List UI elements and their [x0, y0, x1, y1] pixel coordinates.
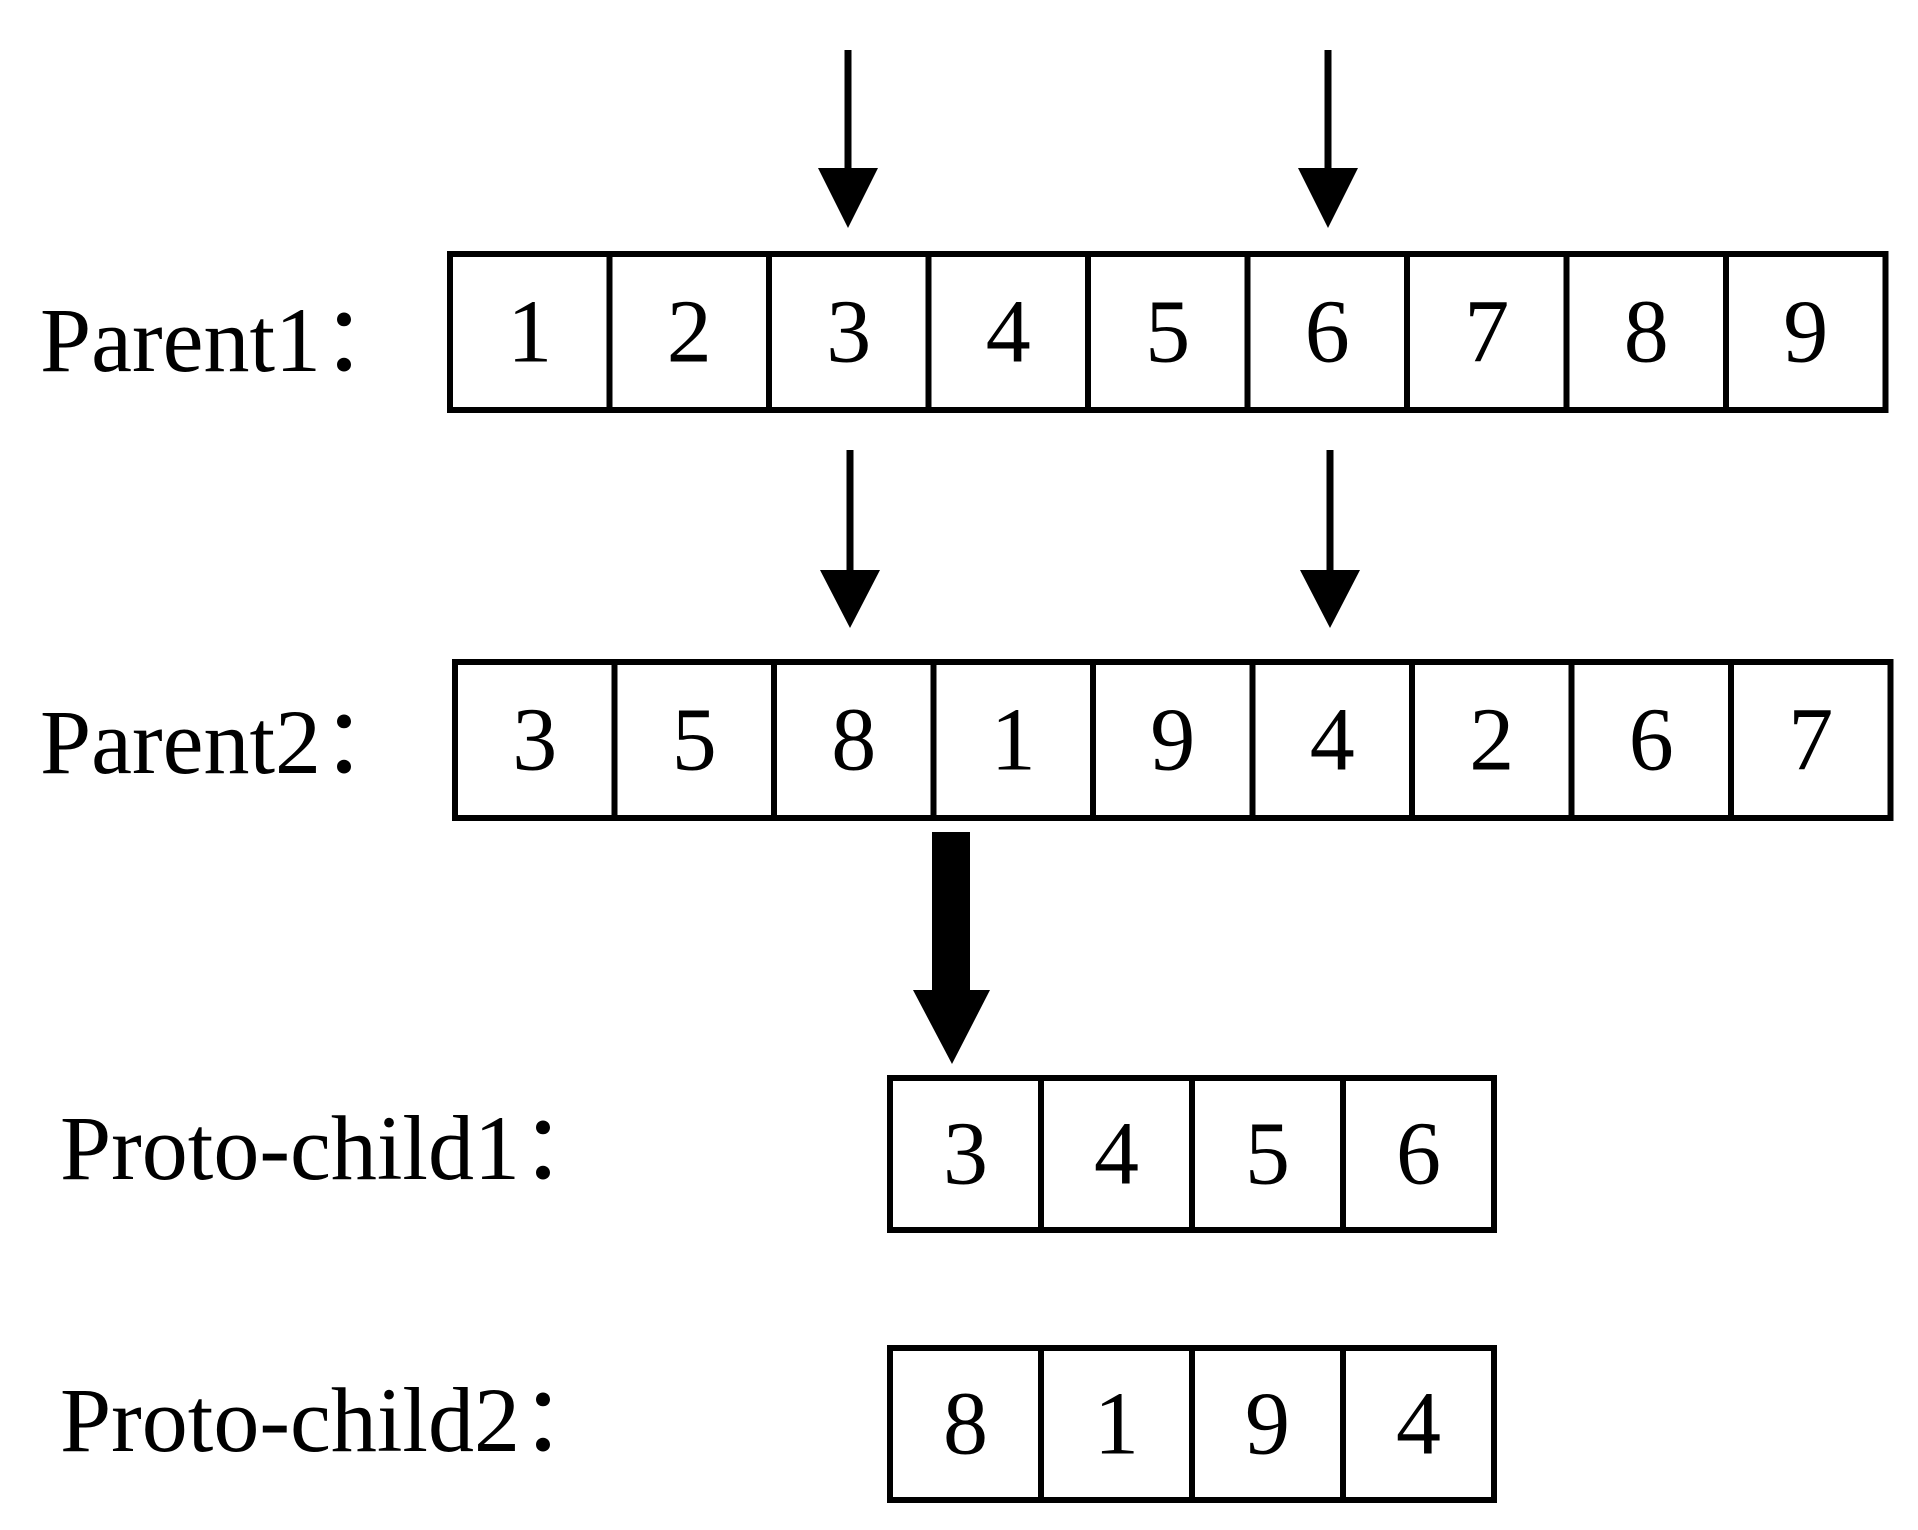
parent1-cell — [766, 251, 932, 413]
proto-child2-cell — [887, 1345, 1044, 1503]
parent2-gene-value: 6 — [1629, 691, 1674, 790]
parent2-gene-value: 8 — [831, 691, 876, 790]
parent2-cell — [771, 659, 937, 821]
parent1-gene-value: 4 — [986, 283, 1031, 382]
proto-child2-gene-value: 4 — [1396, 1375, 1441, 1474]
parent1-gene-value: 3 — [826, 283, 871, 382]
proto-child1-cell — [1189, 1075, 1346, 1233]
proto-child2-chromosome: 8 1 9 4 — [887, 1345, 1497, 1503]
thick-arrow-down-icon — [913, 832, 990, 1064]
arrow-down-icon — [1298, 50, 1358, 228]
arrow-down-icon — [1300, 450, 1360, 628]
parent1-gene-value: 8 — [1624, 283, 1669, 382]
proto-child1-gene-value: 3 — [943, 1105, 988, 1204]
parent1-gene-value: 5 — [1145, 283, 1190, 382]
proto-child1-chromosome: 3 4 5 6 — [887, 1075, 1497, 1233]
proto-child1-cell — [1340, 1075, 1497, 1233]
parent2-chromosome: 3 5 8 1 9 4 2 6 7 — [452, 659, 1894, 821]
parent1-gene-value: 7 — [1464, 283, 1509, 382]
proto-child2-gene-value: 9 — [1245, 1375, 1290, 1474]
proto-child1-cell — [887, 1075, 1044, 1233]
parent2-gene-value: 2 — [1469, 691, 1514, 790]
parent1-cell — [1723, 251, 1889, 413]
parent2-cell — [1409, 659, 1575, 821]
parent2-gene-value: 3 — [512, 691, 557, 790]
parent1-cell — [1404, 251, 1570, 413]
parent2-gene-value: 7 — [1788, 691, 1833, 790]
parent2-gene-value: 5 — [672, 691, 717, 790]
parent2-cell — [1568, 659, 1734, 821]
arrow-down-icon — [818, 50, 878, 228]
parent2-gene-value: 1 — [991, 691, 1036, 790]
proto-child2-cell — [1340, 1345, 1497, 1503]
parent2-label: Parent2： — [40, 691, 413, 793]
parent1-gene-value: 9 — [1783, 283, 1828, 382]
parent1-gene-value: 1 — [507, 283, 552, 382]
proto-child1-cell — [1038, 1075, 1195, 1233]
proto-child1-gene-value: 4 — [1094, 1105, 1139, 1204]
parent2-cell — [452, 659, 618, 821]
parent2-cell — [1728, 659, 1894, 821]
proto-child1-gene-value: 5 — [1245, 1105, 1290, 1204]
proto-child2-cell — [1189, 1345, 1346, 1503]
parent1-chromosome: 1 2 3 4 5 6 7 8 9 — [447, 251, 1889, 413]
parent2-cell — [1090, 659, 1256, 821]
parent1-cell — [1244, 251, 1410, 413]
proto-child1-label: Proto-child1： — [60, 1097, 612, 1199]
parent1-label: Parent1： — [40, 289, 413, 391]
parent2-gene-value: 9 — [1150, 691, 1195, 790]
proto-child2-label: Proto-child2： — [60, 1369, 612, 1471]
parent1-cell — [447, 251, 613, 413]
parent2-gene-value: 4 — [1310, 691, 1355, 790]
proto-child1-gene-value: 6 — [1396, 1105, 1441, 1204]
parent1-cell — [1085, 251, 1251, 413]
proto-child2-gene-value: 8 — [943, 1375, 988, 1474]
parent1-gene-value: 6 — [1305, 283, 1350, 382]
parent2-cell — [930, 659, 1096, 821]
parent1-gene-value: 2 — [667, 283, 712, 382]
proto-child2-gene-value: 1 — [1094, 1375, 1139, 1474]
parent1-cell — [1563, 251, 1729, 413]
parent1-cell — [606, 251, 772, 413]
arrow-down-icon — [820, 450, 880, 628]
